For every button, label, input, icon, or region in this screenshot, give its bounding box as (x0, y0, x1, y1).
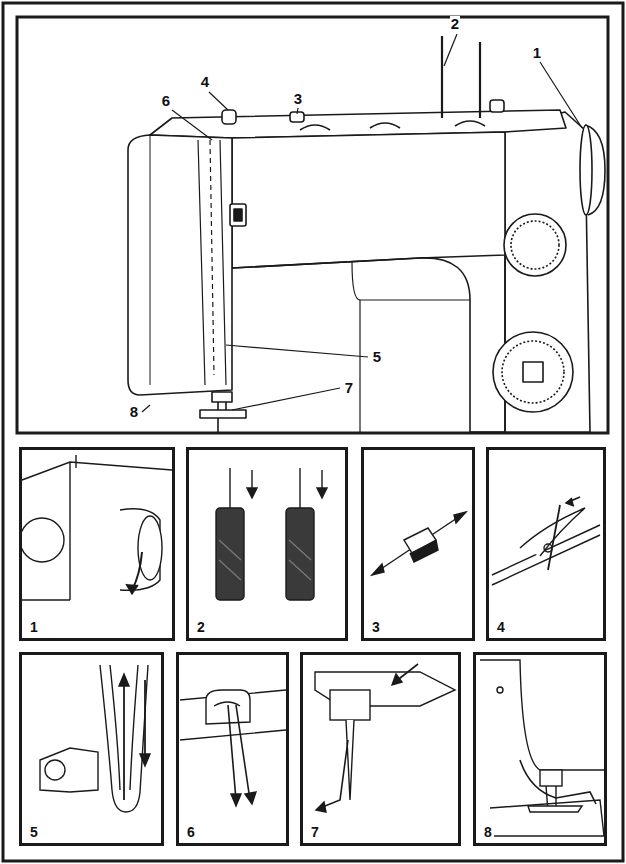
step-panel: 7 (300, 652, 461, 846)
step-panel: 5 (19, 652, 164, 846)
callout-number: 6 (161, 93, 171, 109)
step-panel: 2 (186, 447, 348, 641)
step-panel: 8 (473, 652, 607, 846)
callout-number: 2 (450, 16, 460, 32)
step-number: 1 (28, 619, 40, 635)
step-number: 3 (370, 619, 382, 635)
callout-number: 1 (532, 45, 542, 61)
callout-number: 3 (293, 91, 303, 107)
step-number: 4 (495, 619, 507, 635)
callout-number: 4 (200, 74, 210, 90)
step-number: 2 (195, 619, 207, 635)
callout-number: 7 (344, 380, 354, 396)
step-number: 7 (309, 824, 321, 840)
step-number: 6 (185, 824, 197, 840)
step-number: 8 (482, 824, 494, 840)
step-number: 5 (28, 824, 40, 840)
step-panel: 6 (176, 652, 289, 846)
callout-number: 5 (372, 349, 382, 365)
step-panel: 1 (19, 447, 175, 641)
step-panel: 3 (361, 447, 475, 641)
step-panel: 4 (486, 447, 606, 641)
callout-number: 8 (129, 404, 139, 420)
